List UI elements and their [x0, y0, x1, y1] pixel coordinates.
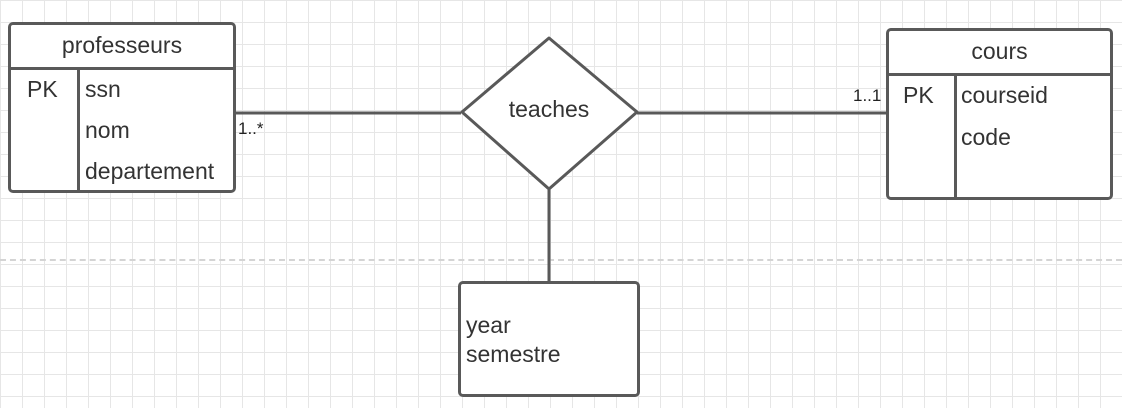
- attribute-semestre: semestre: [466, 341, 561, 367]
- cardinality-cours: 1..1: [853, 86, 882, 105]
- attribute-courseid: courseid: [961, 82, 1048, 108]
- attribute-code: code: [961, 124, 1011, 150]
- entity-title: cours: [889, 31, 1110, 76]
- primary-key-label: PK: [903, 82, 934, 108]
- attribute-nom: nom: [85, 117, 130, 143]
- cardinality-professeurs: 1..*: [238, 119, 264, 138]
- column-divider: [77, 70, 80, 190]
- entity-cours[interactable]: cours PK courseid code: [886, 28, 1113, 200]
- attribute-ssn: ssn: [85, 76, 121, 102]
- page-break-line: [0, 259, 1122, 261]
- entity-professeurs[interactable]: professeurs PK ssn nom departement: [8, 22, 236, 193]
- attribute-departement: departement: [85, 158, 215, 184]
- relationship-label: teaches: [508, 96, 590, 122]
- relationship-attributes-box[interactable]: year semestre: [458, 281, 640, 397]
- primary-key-label: PK: [27, 76, 58, 102]
- entity-title: professeurs: [11, 25, 233, 70]
- relationship-teaches[interactable]: [460, 36, 640, 192]
- attribute-year: year: [466, 312, 511, 338]
- column-divider: [954, 76, 957, 197]
